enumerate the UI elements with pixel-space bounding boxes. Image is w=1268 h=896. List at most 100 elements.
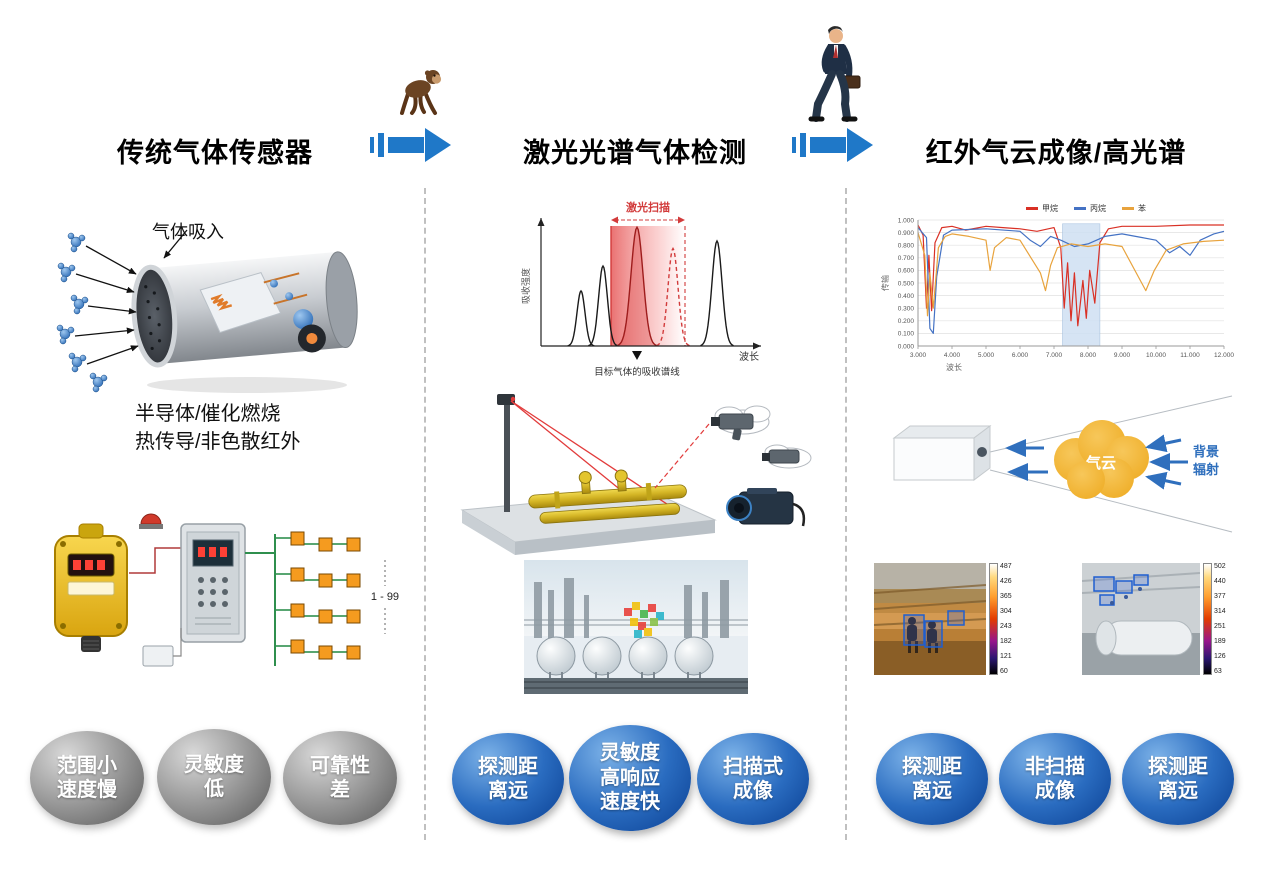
detection-boxes bbox=[903, 610, 965, 648]
advantage-bubble: 探测距 离远 bbox=[452, 733, 564, 825]
bubble-line: 低 bbox=[204, 778, 224, 800]
svg-text:0.900: 0.900 bbox=[898, 230, 915, 237]
transmission-spectra-chart: 0.0000.1000.2000.3000.4000.5000.6000.700… bbox=[880, 203, 1234, 372]
colorbar-tick: 60 bbox=[1000, 668, 1008, 675]
walking-businessman-icon bbox=[808, 26, 861, 122]
colorbar-tick: 377 bbox=[1214, 593, 1226, 600]
svg-text:0.300: 0.300 bbox=[898, 306, 915, 313]
gas-detector-system-illustration: 1 - 99 bbox=[54, 513, 399, 667]
svg-text:0.000: 0.000 bbox=[898, 343, 915, 350]
column-title-infrared: 红外气云成像/高光谱 bbox=[925, 138, 1187, 168]
column-title-laser: 激光光谱气体检测 bbox=[523, 138, 747, 168]
bubble-line: 灵敏度 bbox=[184, 753, 244, 776]
thermal-scene bbox=[874, 563, 986, 675]
svg-text:12.000: 12.000 bbox=[1214, 352, 1234, 359]
bubble-line: 探测距 bbox=[902, 755, 962, 778]
svg-text:0.200: 0.200 bbox=[898, 318, 915, 325]
fixed-ir-camera bbox=[726, 488, 806, 527]
svg-text:激光扫描: 激光扫描 bbox=[626, 200, 670, 214]
radiation-arrow bbox=[1145, 434, 1182, 453]
gas-cloud-imaging-schematic: 气云 背景 辐射 bbox=[892, 395, 1233, 533]
advantage-bubble: 非扫描 成像 bbox=[999, 733, 1111, 825]
bubble-line: 速度慢 bbox=[57, 779, 117, 801]
background-radiation-label-line2: 辐射 bbox=[1193, 462, 1219, 477]
bubble-line: 离远 bbox=[1158, 780, 1198, 802]
svg-text:0.500: 0.500 bbox=[898, 280, 915, 287]
colorbar-tick: 63 bbox=[1214, 668, 1222, 675]
colorbar-tick: 243 bbox=[1000, 623, 1012, 630]
field-of-view-line bbox=[989, 469, 1233, 533]
bubble-line: 范围小 bbox=[57, 754, 117, 777]
chimpanzee-icon bbox=[400, 70, 442, 115]
svg-text:传输: 传输 bbox=[880, 275, 890, 291]
sensor-principle-caption: 半导体/催化燃烧 热传导/非色散红外 bbox=[135, 400, 301, 456]
svg-text:5.000: 5.000 bbox=[978, 352, 995, 359]
svg-text:0.600: 0.600 bbox=[898, 268, 915, 275]
gas-cloud-label: 气云 bbox=[1085, 454, 1116, 472]
handheld-detector bbox=[711, 405, 771, 441]
thermal-scene bbox=[1082, 563, 1200, 675]
svg-text:4.000: 4.000 bbox=[944, 352, 961, 359]
laser-pole bbox=[504, 402, 510, 512]
advantage-bubble: 灵敏度 高响应 速度快 bbox=[569, 725, 691, 831]
limitation-bubble: 灵敏度 低 bbox=[157, 729, 271, 825]
gas-sensor-illustration bbox=[56, 229, 358, 393]
advantage-bubble: 扫描式 成像 bbox=[697, 733, 809, 825]
bubble-line: 差 bbox=[330, 779, 350, 801]
colorbar-tick: 189 bbox=[1214, 638, 1226, 645]
refinery-photo bbox=[524, 560, 748, 694]
evolution-arrow-1 bbox=[370, 128, 451, 162]
svg-text:0.100: 0.100 bbox=[898, 331, 915, 338]
column-title-traditional: 传统气体传感器 bbox=[117, 138, 313, 168]
handheld-detector bbox=[762, 444, 812, 469]
colorbar-tick: 426 bbox=[1000, 578, 1012, 585]
spherical-tanks bbox=[536, 636, 714, 682]
svg-text:0.400: 0.400 bbox=[898, 293, 915, 300]
bubble-line: 离远 bbox=[912, 780, 952, 802]
worker-silhouettes bbox=[907, 617, 938, 653]
background-radiation-label-line1: 背景 bbox=[1193, 444, 1219, 459]
limitation-bubble: 范围小 速度慢 bbox=[30, 731, 144, 825]
svg-text:丙烷: 丙烷 bbox=[1090, 203, 1106, 213]
bubble-line: 探测距 bbox=[1148, 755, 1208, 778]
bubble-line: 非扫描 bbox=[1025, 755, 1085, 778]
colorbar-tick: 487 bbox=[1000, 563, 1012, 570]
radiation-arrow bbox=[1145, 471, 1182, 490]
bubble-line: 速度快 bbox=[600, 791, 660, 814]
colorbar-tick: 304 bbox=[1000, 608, 1012, 615]
arrow-stripe bbox=[792, 137, 796, 153]
colorbar-tick: 440 bbox=[1214, 578, 1226, 585]
arrow-right-icon bbox=[425, 128, 451, 162]
bubble-line: 可靠性 bbox=[310, 754, 370, 777]
detection-boxes bbox=[1093, 574, 1149, 606]
svg-text:目标气体的吸收谱线: 目标气体的吸收谱线 bbox=[594, 366, 680, 378]
arrow-body bbox=[810, 137, 846, 153]
colorbar-gradient bbox=[989, 563, 998, 675]
bubble-line: 高响应 bbox=[600, 766, 660, 789]
evolution-arrow-2 bbox=[792, 128, 873, 162]
svg-text:10.000: 10.000 bbox=[1146, 352, 1166, 359]
detector-count-range: 1 - 99 bbox=[371, 591, 399, 603]
colorbar-tick: 314 bbox=[1214, 608, 1226, 615]
laser-beam bbox=[510, 400, 634, 501]
bubble-line: 探测距 bbox=[478, 755, 538, 778]
colorbar-tick: 126 bbox=[1214, 653, 1226, 660]
arrow-right-icon bbox=[847, 128, 873, 162]
column-separator bbox=[845, 188, 847, 840]
advantage-bubble: 探测距 离远 bbox=[876, 733, 988, 825]
laser-detection-scene bbox=[460, 394, 812, 555]
colorbar-tick: 502 bbox=[1214, 563, 1226, 570]
arrow-stripe bbox=[800, 133, 806, 157]
gas-intake-label: 气体吸入 bbox=[152, 222, 224, 242]
storage-tank bbox=[1103, 620, 1193, 656]
bubble-line: 成像 bbox=[1035, 780, 1075, 802]
svg-text:波长: 波长 bbox=[739, 350, 759, 363]
colorbar-tick: 182 bbox=[1000, 638, 1012, 645]
bubble-line: 成像 bbox=[733, 780, 773, 802]
